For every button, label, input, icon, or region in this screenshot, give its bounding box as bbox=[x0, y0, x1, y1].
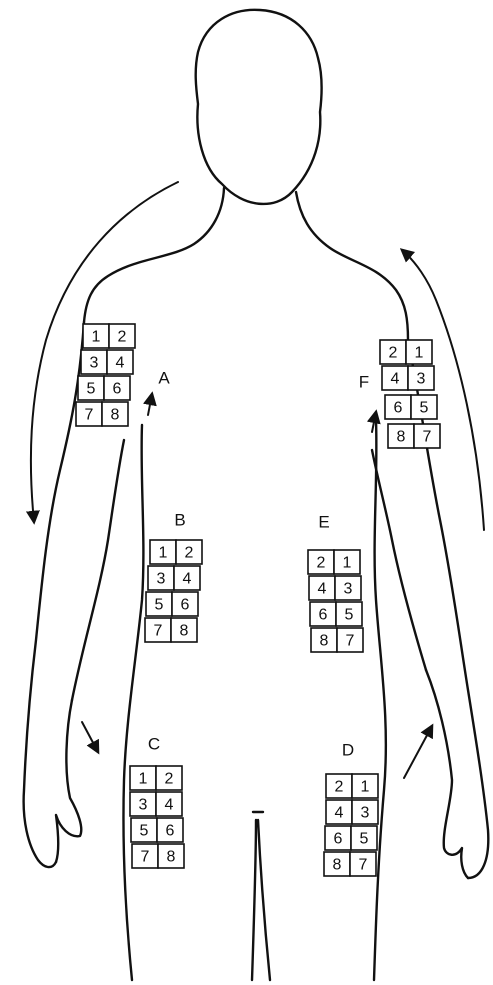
site-label-e: E bbox=[318, 513, 329, 532]
site-a-cell-6: 6 bbox=[113, 381, 122, 398]
body-outline bbox=[24, 10, 489, 980]
site-a-cell-3: 3 bbox=[90, 355, 99, 372]
site-f-cell-3: 3 bbox=[417, 371, 426, 388]
site-c-cell-5: 5 bbox=[140, 823, 149, 840]
site-e-cell-6: 6 bbox=[319, 607, 328, 624]
site-b-cell-2: 2 bbox=[185, 545, 194, 562]
site-c-cell-6: 6 bbox=[166, 823, 175, 840]
site-d-cell-7: 7 bbox=[359, 857, 368, 874]
right-arm-outer bbox=[408, 340, 488, 878]
site-grids: 1 2 3 4 5 6 7 8 A 1 2 3 4 5 6 7 8 B 1 2 … bbox=[76, 324, 440, 876]
inner-legs bbox=[252, 820, 270, 980]
left-arm-outer bbox=[24, 322, 84, 867]
site-f-cell-8: 8 bbox=[397, 429, 406, 446]
site-d-cell-4: 4 bbox=[335, 805, 344, 822]
site-d-cell-8: 8 bbox=[333, 857, 342, 874]
left-torso-side bbox=[123, 425, 143, 980]
site-c-cell-1: 1 bbox=[139, 771, 148, 788]
site-f-cell-7: 7 bbox=[423, 429, 432, 446]
site-c-cell-2: 2 bbox=[165, 771, 174, 788]
site-a-cell-8: 8 bbox=[111, 407, 120, 424]
left-shoulder-outline bbox=[84, 188, 224, 322]
site-c-cell-8: 8 bbox=[167, 849, 176, 866]
site-b-cell-6: 6 bbox=[181, 597, 190, 614]
site-d-cell-6: 6 bbox=[334, 831, 343, 848]
site-d-cell-5: 5 bbox=[360, 831, 369, 848]
site-f-cell-4: 4 bbox=[391, 371, 400, 388]
site-f-cell-6: 6 bbox=[394, 400, 403, 417]
site-d-cell-1: 1 bbox=[361, 779, 370, 796]
site-f-cell-5: 5 bbox=[420, 400, 429, 417]
site-e-cell-7: 7 bbox=[346, 633, 355, 650]
site-grid-d: 2 1 4 3 6 5 8 7 D bbox=[324, 741, 378, 877]
site-label-c: C bbox=[148, 735, 160, 754]
site-a-cell-4: 4 bbox=[116, 355, 125, 372]
site-e-cell-5: 5 bbox=[345, 607, 354, 624]
arrow-torso-b-to-c bbox=[82, 722, 98, 752]
site-c-cell-7: 7 bbox=[141, 849, 150, 866]
site-b-cell-3: 3 bbox=[157, 571, 166, 588]
site-a-cell-7: 7 bbox=[85, 407, 94, 424]
site-grid-e: 2 1 4 3 6 5 8 7 E bbox=[308, 513, 363, 653]
site-label-d: D bbox=[342, 741, 354, 760]
site-e-cell-1: 1 bbox=[343, 555, 352, 572]
site-f-cell-2: 2 bbox=[389, 345, 398, 362]
site-b-cell-4: 4 bbox=[183, 571, 192, 588]
site-b-cell-7: 7 bbox=[154, 623, 163, 640]
site-grid-f: 2 1 4 3 6 5 8 7 F bbox=[359, 340, 440, 448]
arrow-arm-a-up bbox=[148, 394, 152, 415]
site-e-cell-2: 2 bbox=[317, 555, 326, 572]
site-d-cell-3: 3 bbox=[361, 805, 370, 822]
site-b-cell-5: 5 bbox=[155, 597, 164, 614]
left-arm-inner bbox=[72, 440, 124, 700]
site-c-cell-4: 4 bbox=[165, 797, 174, 814]
site-c-cell-3: 3 bbox=[139, 797, 148, 814]
rotation-arrows bbox=[31, 182, 484, 778]
right-shoulder-outline bbox=[296, 192, 408, 340]
site-a-cell-5: 5 bbox=[87, 381, 96, 398]
head-outline bbox=[196, 10, 322, 204]
site-e-cell-4: 4 bbox=[318, 581, 327, 598]
site-e-cell-3: 3 bbox=[344, 581, 353, 598]
site-b-cell-8: 8 bbox=[180, 623, 189, 640]
arrow-torso-d-to-e bbox=[404, 726, 432, 778]
site-e-cell-8: 8 bbox=[320, 633, 329, 650]
site-b-cell-1: 1 bbox=[159, 545, 168, 562]
right-hand bbox=[426, 670, 468, 878]
left-hand bbox=[56, 700, 81, 862]
site-a-cell-1: 1 bbox=[92, 329, 101, 346]
site-f-cell-1: 1 bbox=[415, 345, 424, 362]
site-grid-b: 1 2 3 4 5 6 7 8 B bbox=[145, 511, 202, 643]
site-d-cell-2: 2 bbox=[335, 779, 344, 796]
site-grid-a: 1 2 3 4 5 6 7 8 A bbox=[76, 324, 170, 426]
site-a-cell-2: 2 bbox=[118, 329, 127, 346]
site-label-b: B bbox=[174, 511, 185, 530]
site-label-f: F bbox=[359, 373, 369, 392]
site-grid-c: 1 2 3 4 5 6 7 8 C bbox=[130, 735, 184, 869]
site-label-a: A bbox=[158, 369, 170, 388]
